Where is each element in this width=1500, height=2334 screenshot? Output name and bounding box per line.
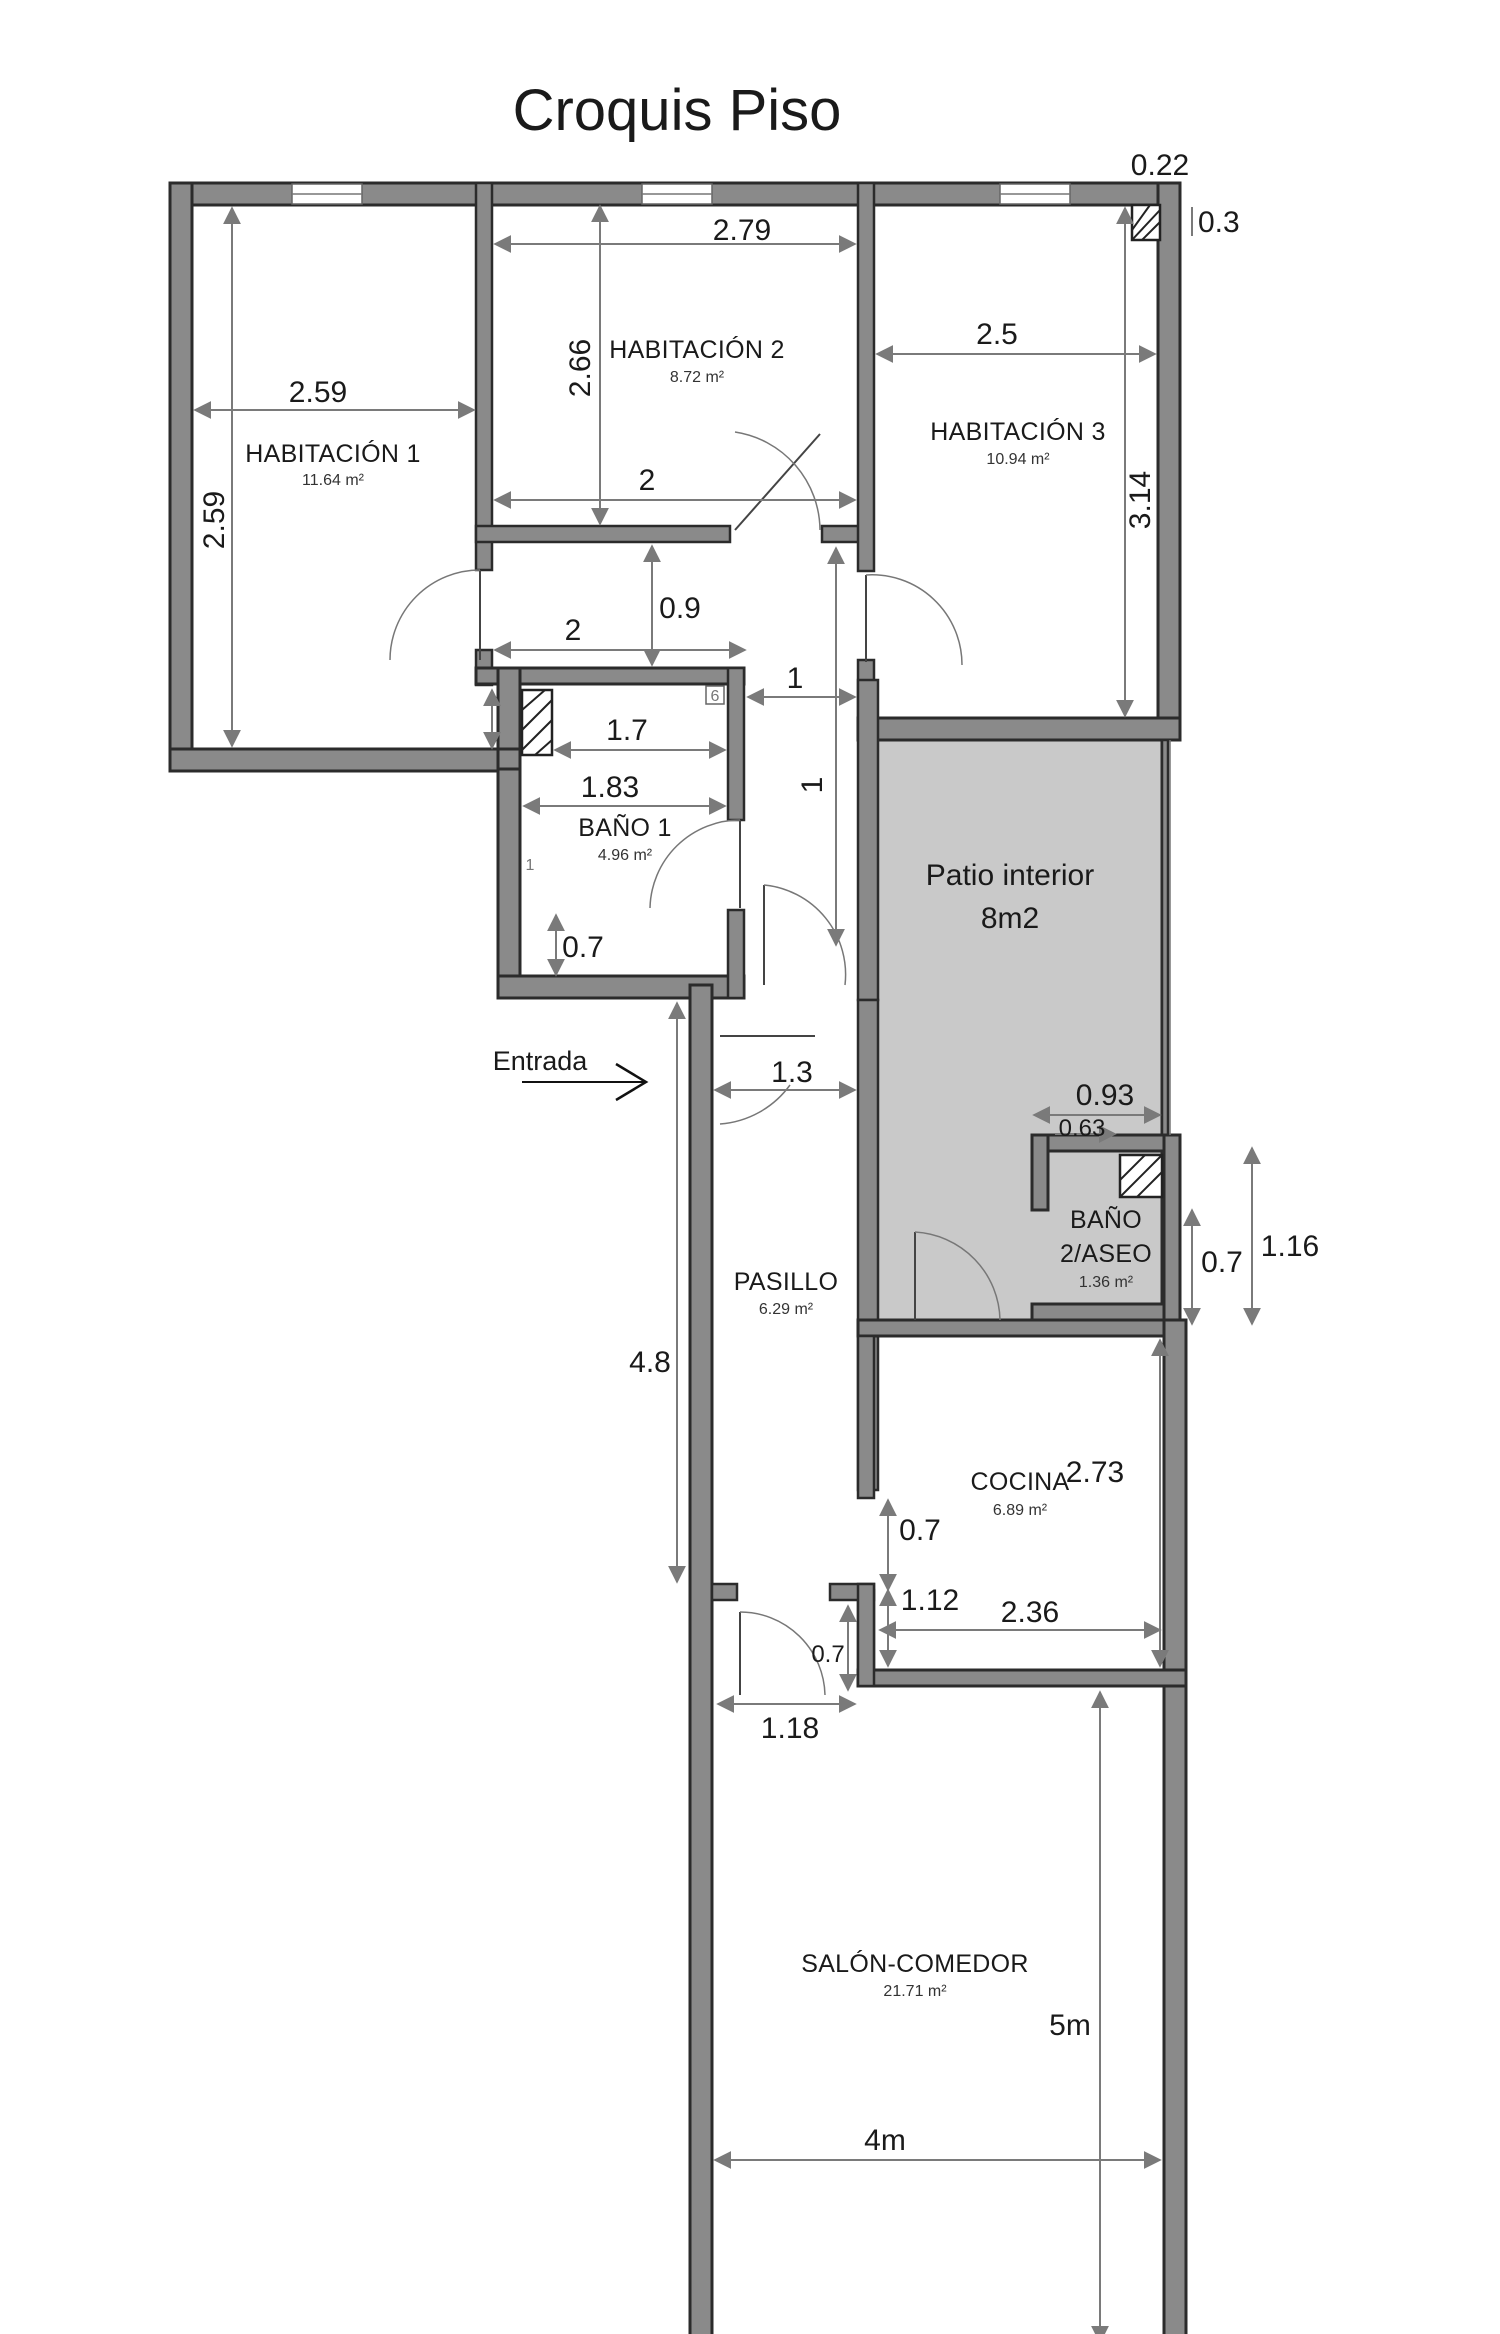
room-name-bano2-line2: 2/ASEO: [1060, 1240, 1152, 1268]
dim-bano1-width-top: 1.7: [606, 714, 648, 747]
room-area-pasillo: 6.29 m²: [759, 1301, 814, 1318]
dim-hab2-width-top: 2.79: [713, 214, 771, 247]
room-name-salon: SALÓN-COMEDOR: [801, 1949, 1029, 1978]
dim-bano1-depth-small: 0.7: [562, 931, 604, 964]
dim-top-corner-depth: 0.3: [1198, 206, 1240, 239]
dim-entry-width: 1.3: [771, 1056, 813, 1089]
dim-hab1-width: 2.59: [289, 376, 347, 409]
shaft-number: 6: [711, 688, 720, 705]
doors: [389, 431, 1001, 1696]
dim-hab3-width: 2.5: [976, 318, 1018, 351]
small-mark: 1: [526, 857, 535, 874]
dim-bano2-outer-width: 0.93: [1076, 1079, 1134, 1112]
plan-title: Croquis Piso: [513, 78, 842, 143]
room-area-bano1: 4.96 m²: [598, 847, 653, 864]
room-area-hab2: 8.72 m²: [670, 369, 725, 386]
entry-arrow-icon: [522, 1062, 649, 1102]
dim-passage-length: 1: [796, 777, 829, 794]
room-name-hab3: HABITACIÓN 3: [930, 417, 1105, 446]
dimension-lines: [193, 204, 1261, 2334]
room-area-salon: 21.71 m²: [883, 1983, 947, 2000]
room-area-bano2: 1.36 m²: [1079, 1274, 1134, 1291]
dim-corridor-width: 2: [565, 614, 582, 647]
dim-salon-width: 4m: [864, 2124, 906, 2157]
patio-label: Patio interior: [926, 859, 1094, 892]
dim-salon-door-width: 1.18: [761, 1712, 819, 1745]
walls: [168, 181, 1188, 2334]
room-area-hab1: 11.64 m²: [302, 472, 365, 489]
dim-salon-length: 5m: [1049, 2009, 1091, 2042]
dim-hab1-length: 2.59: [198, 491, 231, 549]
dim-bano1-width: 1.83: [581, 771, 639, 804]
dim-cocina-length: 2.73: [1066, 1456, 1124, 1489]
dim-cocina-width: 2.36: [1001, 1596, 1059, 1629]
shaft-icon: [520, 203, 1164, 1199]
room-area-cocina: 6.89 m²: [993, 1502, 1048, 1519]
dim-cocina-door: 0.7: [899, 1514, 941, 1547]
room-name-bano1: BAÑO 1: [578, 813, 672, 842]
dim-bano2-inner-width: 0.63: [1059, 1115, 1106, 1142]
dim-pasillo-length: 4.8: [629, 1346, 671, 1379]
room-name-hab1: HABITACIÓN 1: [245, 439, 420, 468]
dim-corridor-depth: 0.9: [659, 592, 701, 625]
dim-cocina-offset: 1.12: [901, 1584, 959, 1617]
room-name-hab2: HABITACIÓN 2: [609, 335, 784, 364]
dim-hab2-height: 2.66: [564, 339, 597, 397]
dim-hab3-length: 3.14: [1124, 471, 1157, 529]
room-area-hab3: 10.94 m²: [986, 451, 1050, 468]
patio-area: [875, 738, 1164, 1324]
dim-top-corner-width: 0.22: [1131, 149, 1189, 182]
patio-area-label: 8m2: [981, 902, 1039, 935]
dim-bano2-depth: 0.7: [1201, 1246, 1243, 1279]
room-name-cocina: COCINA: [970, 1468, 1069, 1496]
windows: [291, 183, 1171, 1135]
dim-bano2-outer-depth: 1.16: [1261, 1230, 1319, 1263]
entry-label: Entrada: [493, 1046, 589, 1076]
room-name-pasillo: PASILLO: [734, 1268, 838, 1296]
room-name-bano2-line1: BAÑO: [1070, 1205, 1142, 1234]
dim-passage-width: 1: [787, 662, 804, 695]
dim-salon-door: 0.7: [811, 1641, 844, 1668]
dim-hab2-width-bottom: 2: [639, 464, 656, 497]
